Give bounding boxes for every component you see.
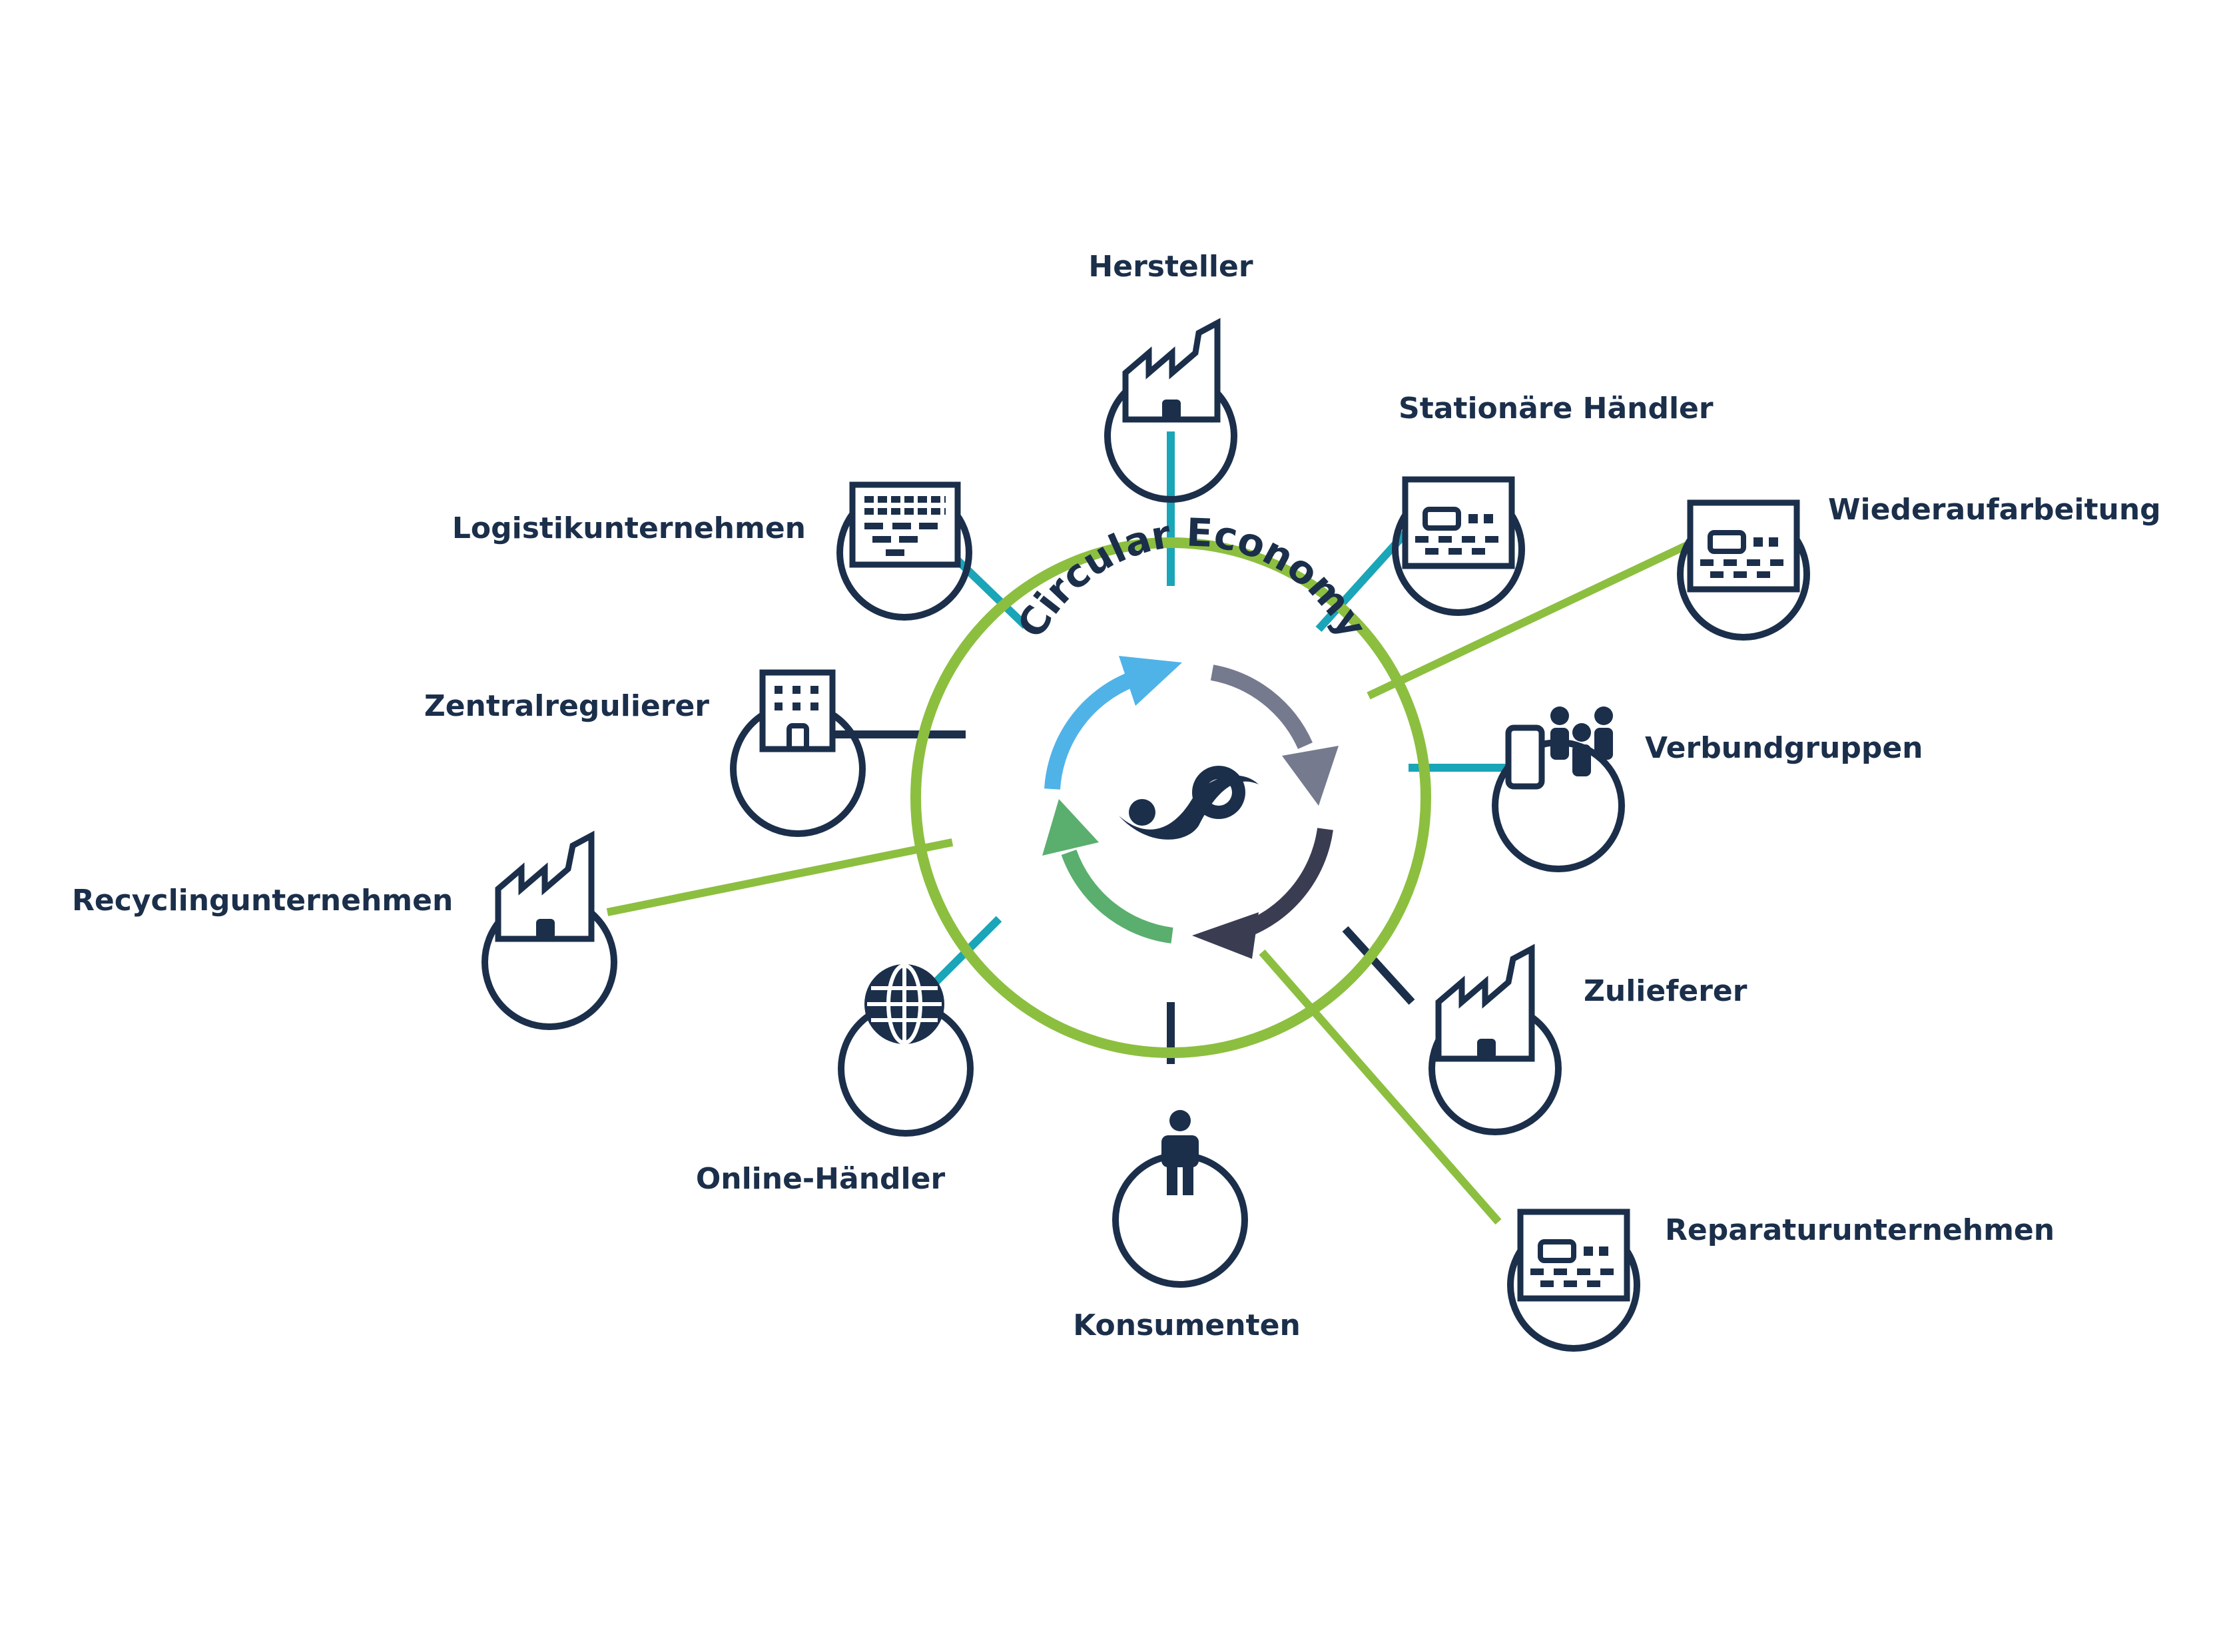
cycle-arrows (1042, 656, 1339, 959)
node-label: Konsumenten (1073, 1308, 1301, 1342)
node-label: Zentralregulierer (424, 689, 709, 723)
person-icon (1161, 1110, 1199, 1195)
factory-icon (1435, 944, 1535, 1062)
node-label: Verbundgruppen (1645, 731, 1923, 765)
storefront-icon (1687, 499, 1800, 593)
node-verbundgruppen: Verbundgruppen (1492, 706, 1923, 872)
office-building-icon (759, 669, 836, 752)
center-logo-icon (1119, 766, 1259, 840)
node-stationaere-haendler: Stationäre Händler (1392, 392, 1714, 616)
factory-icon (495, 830, 595, 942)
cycle-arrow-blue (1044, 671, 1135, 790)
node-online-haendler: Online-Händler (696, 964, 974, 1196)
connector-zulieferer (1342, 926, 1415, 1005)
group-phone-icon (1505, 706, 1613, 790)
node-circle (1112, 1152, 1248, 1288)
node-label: Hersteller (1088, 250, 1253, 284)
connector-online (924, 916, 1002, 994)
node-label: Logistikunternehmen (452, 511, 806, 545)
node-label: Online-Händler (696, 1162, 946, 1196)
warehouse-icon (849, 481, 961, 568)
connector-recycling (606, 838, 954, 916)
factory-icon (1122, 318, 1221, 423)
node-label: Recyclingunternehmen (72, 884, 453, 918)
node-label: Wiederaufarbeitung (1828, 493, 2161, 527)
node-wiederaufarbeitung: Wiederaufarbeitung (1677, 493, 2161, 641)
cycle-arrowhead-blue (1119, 656, 1182, 706)
globe-icon (864, 964, 944, 1045)
cycle-arrowhead-grey (1282, 746, 1339, 806)
node-recyclingunternehmen: Recyclingunternehmen (72, 830, 617, 1030)
connector-wiederaufarbeitung (1367, 541, 1690, 700)
connector-reparatur (1259, 950, 1502, 1225)
node-label: Zulieferer (1584, 974, 1747, 1008)
cycle-arrow-grey (1210, 665, 1313, 750)
node-zulieferer: Zulieferer (1428, 944, 1747, 1135)
cycle-arrow-green (1061, 849, 1173, 944)
node-label: Reparaturunternehmen (1665, 1213, 2055, 1247)
storefront-icon (1402, 476, 1515, 569)
node-reparaturunternehmen: Reparaturunternehmen (1507, 1209, 2055, 1352)
node-label: Stationäre Händler (1399, 392, 1714, 425)
node-logistikunternehmen: Logistikunternehmen (452, 481, 972, 621)
storefront-icon (1517, 1209, 1630, 1302)
cycle-arrowhead-green (1042, 799, 1099, 856)
cycle-arrowhead-dark (1192, 912, 1259, 959)
node-zentralregulierer: Zentralregulierer (424, 669, 866, 837)
node-hersteller: Hersteller (1088, 250, 1253, 503)
node-konsumenten: Konsumenten (1073, 1110, 1301, 1342)
economy-ring (910, 537, 1431, 1058)
